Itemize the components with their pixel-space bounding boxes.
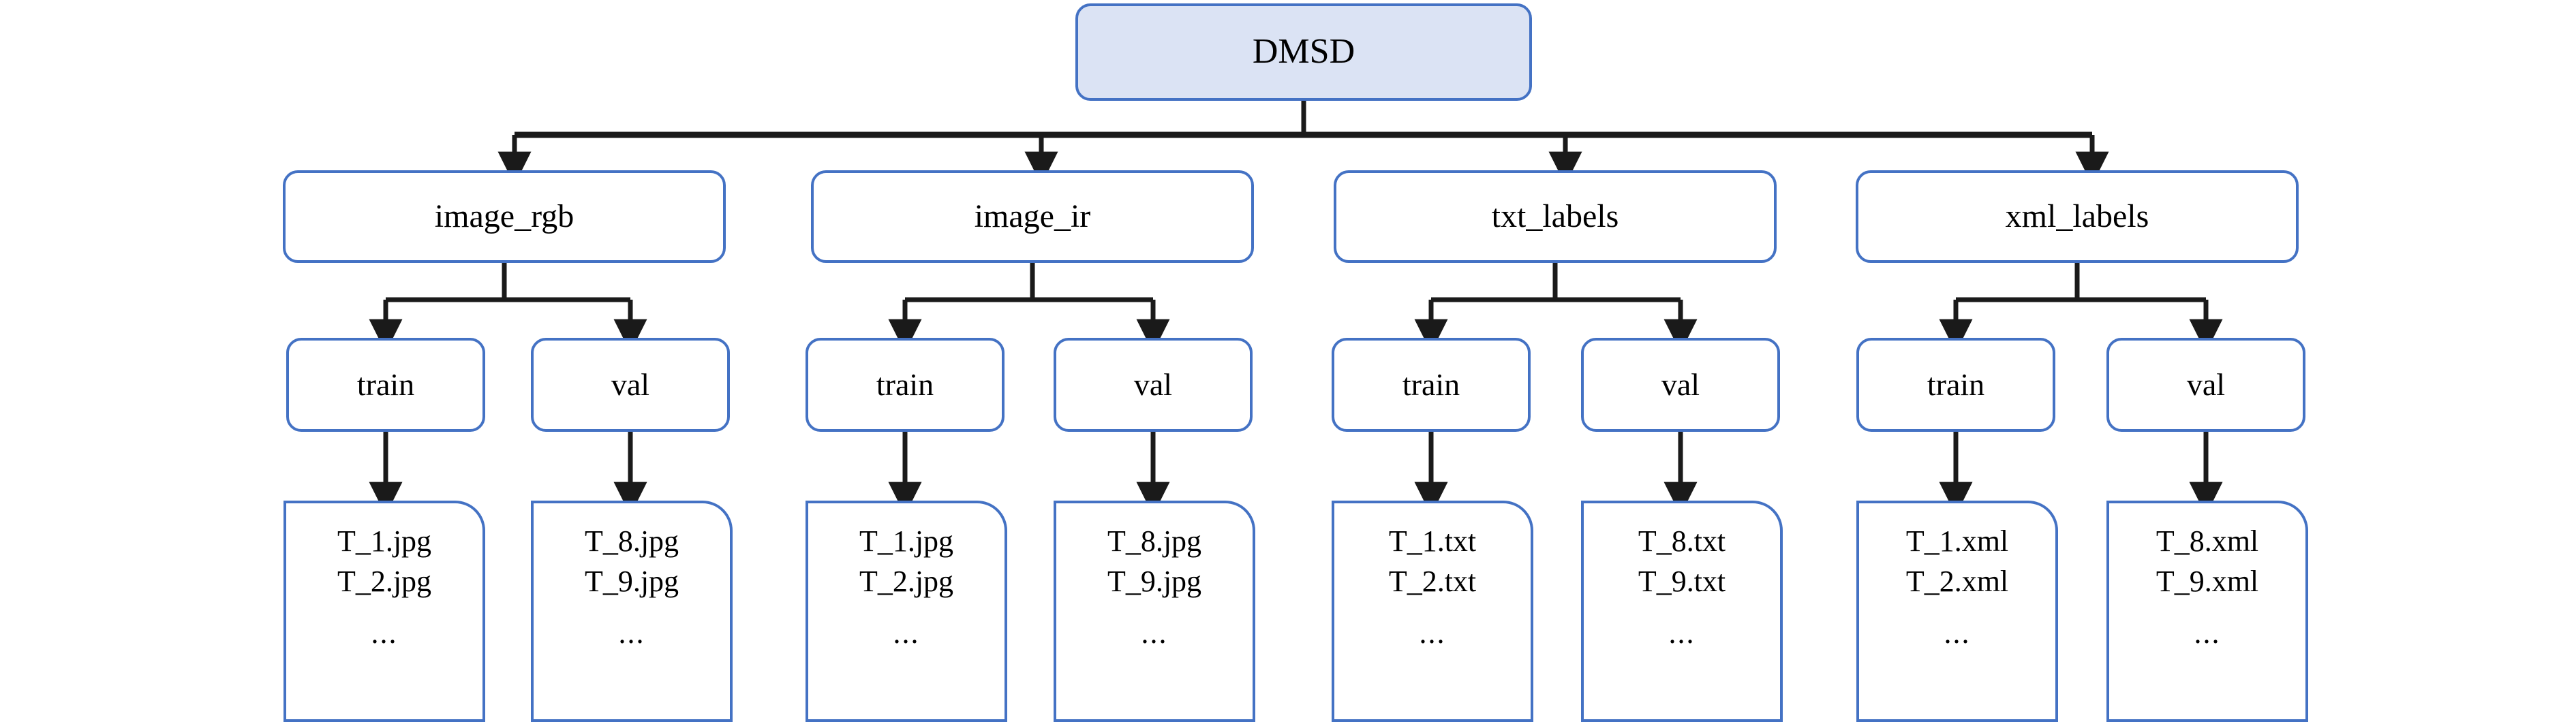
node-files-image-ir-val[interactable]: T_8.jpg T_9.jpg ...	[1054, 501, 1255, 722]
edge-split-to-files	[369, 432, 2223, 516]
file-name: T_1.jpg	[859, 524, 954, 558]
node-txt-labels-val-label: val	[1661, 366, 1700, 402]
node-image-rgb-train[interactable]: train	[286, 338, 485, 432]
node-txt-labels-train[interactable]: train	[1332, 338, 1531, 432]
file-list: T_8.xml T_9.xml ...	[2109, 521, 2305, 653]
file-name: T_8.jpg	[584, 524, 679, 558]
node-xml-labels-val-label: val	[2186, 366, 2226, 402]
node-image-ir[interactable]: image_ir	[811, 170, 1254, 263]
node-image-rgb-val[interactable]: val	[531, 338, 730, 432]
node-xml-labels[interactable]: xml_labels	[1856, 170, 2299, 263]
file-list: T_8.jpg T_9.jpg ...	[1056, 521, 1253, 653]
node-files-xml-labels-val[interactable]: T_8.xml T_9.xml ...	[2106, 501, 2308, 722]
file-name: T_1.xml	[1905, 524, 2009, 558]
file-list: T_1.jpg T_2.jpg ...	[808, 521, 1005, 653]
edge-txt-labels-split	[1414, 263, 1698, 353]
node-image-ir-label: image_ir	[974, 198, 1091, 234]
file-name: T_9.jpg	[1107, 565, 1202, 599]
node-image-rgb-train-label: train	[356, 366, 415, 402]
file-name: T_2.txt	[1388, 565, 1477, 599]
node-files-xml-labels-train[interactable]: T_1.xml T_2.xml ...	[1856, 501, 2058, 722]
node-txt-labels-val[interactable]: val	[1581, 338, 1780, 432]
node-files-image-rgb-train[interactable]: T_1.jpg T_2.jpg ...	[283, 501, 485, 722]
node-xml-labels-label: xml_labels	[2005, 198, 2149, 234]
file-list: T_1.xml T_2.xml ...	[1859, 521, 2055, 653]
node-files-txt-labels-train[interactable]: T_1.txt T_2.txt ...	[1332, 501, 1533, 722]
edge-image-ir-split	[888, 263, 1170, 353]
node-files-image-ir-train[interactable]: T_1.jpg T_2.jpg ...	[806, 501, 1007, 722]
file-list-ellipsis: ...	[1419, 616, 1446, 650]
node-txt-labels-label: txt_labels	[1491, 198, 1619, 234]
edge-image-rgb-split	[369, 263, 647, 353]
file-name: T_1.jpg	[337, 524, 432, 558]
node-xml-labels-val[interactable]: val	[2106, 338, 2305, 432]
node-xml-labels-train-label: train	[1927, 366, 1985, 402]
edge-root-stem	[515, 101, 2092, 138]
file-name: T_2.xml	[1905, 565, 2009, 599]
file-list: T_8.jpg T_9.jpg ...	[534, 521, 730, 653]
file-list-ellipsis: ...	[618, 616, 645, 650]
file-name: T_2.jpg	[337, 565, 432, 599]
file-list: T_1.txt T_2.txt ...	[1334, 521, 1531, 653]
file-name: T_2.jpg	[859, 565, 954, 599]
node-txt-labels-train-label: train	[1402, 366, 1460, 402]
node-txt-labels[interactable]: txt_labels	[1334, 170, 1777, 263]
node-image-ir-train-label: train	[876, 366, 934, 402]
file-list-ellipsis: ...	[1944, 616, 1971, 650]
node-root-dmsd[interactable]: DMSD	[1075, 3, 1532, 101]
file-list-ellipsis: ...	[893, 616, 920, 650]
file-list: T_1.jpg T_2.jpg ...	[286, 521, 482, 653]
file-list: T_8.txt T_9.txt ...	[1584, 521, 1780, 653]
node-xml-labels-train[interactable]: train	[1856, 338, 2055, 432]
node-root-label: DMSD	[1252, 32, 1355, 72]
node-files-image-rgb-val[interactable]: T_8.jpg T_9.jpg ...	[531, 501, 733, 722]
node-image-ir-val-label: val	[1133, 366, 1173, 402]
file-list-ellipsis: ...	[371, 616, 398, 650]
file-list-ellipsis: ...	[1141, 616, 1168, 650]
node-image-rgb-val-label: val	[611, 366, 650, 402]
node-image-ir-val[interactable]: val	[1054, 338, 1253, 432]
file-name: T_8.txt	[1638, 524, 1726, 558]
file-list-ellipsis: ...	[2194, 616, 2221, 650]
file-name: T_9.jpg	[584, 565, 679, 599]
file-name: T_8.jpg	[1107, 524, 1202, 558]
file-name: T_9.xml	[2156, 565, 2259, 599]
node-image-rgb-label: image_rgb	[434, 198, 574, 234]
node-image-ir-train[interactable]: train	[806, 338, 1005, 432]
node-files-txt-labels-val[interactable]: T_8.txt T_9.txt ...	[1581, 501, 1783, 722]
edge-xml-labels-split	[1939, 263, 2223, 353]
file-name: T_8.xml	[2156, 524, 2259, 558]
file-name: T_1.txt	[1388, 524, 1477, 558]
node-image-rgb[interactable]: image_rgb	[283, 170, 726, 263]
file-list-ellipsis: ...	[1668, 616, 1696, 650]
file-name: T_9.txt	[1638, 565, 1726, 599]
